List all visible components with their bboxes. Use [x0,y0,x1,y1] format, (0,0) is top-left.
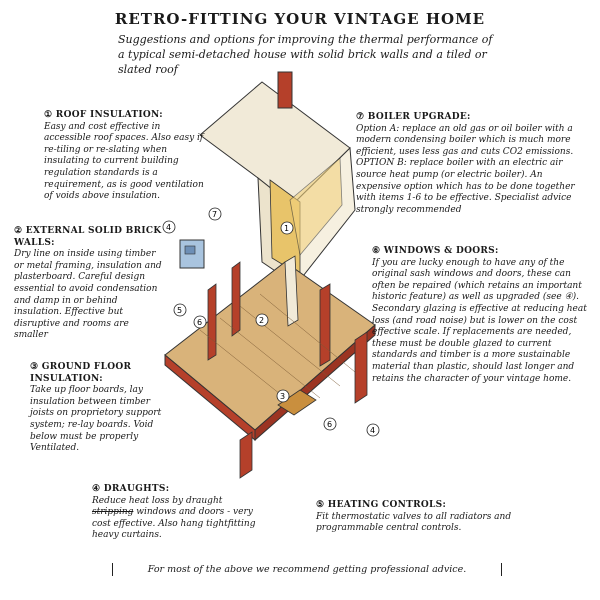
svg-text:7: 7 [212,210,217,219]
page-subtitle: Suggestions and options for improving th… [118,33,493,76]
heating-controls-heading: ⑤ HEATING CONTROLS: [316,500,447,510]
draughts-heading: ④ DRAUGHTS: [92,484,170,494]
svg-text:6: 6 [197,318,202,327]
boiler-upgrade-note: ⑦ BOILER UPGRADE: Option A: replace an o… [356,112,588,216]
roof-insulation-text: Easy and cost effective in accessible ro… [44,121,204,202]
draughts-note: ④ DRAUGHTS: Reduce heat loss by draught … [92,484,262,542]
ground-floor-note: ③ GROUND FLOOR INSULATION: Take up floor… [30,362,175,455]
boiler-upgrade-heading: ⑦ BOILER UPGRADE: [356,112,471,122]
roof-insulation-heading: ① ROOF INSULATION: [44,110,163,120]
svg-text:5: 5 [177,306,182,315]
external-walls-heading: ② EXTERNAL SOLID BRICK WALLS: [14,226,162,248]
external-walls-note: ② EXTERNAL SOLID BRICK WALLS: Dry line o… [14,226,164,342]
svg-text:4: 4 [166,223,171,232]
ground-floor-text: Take up floor boards, lay insulation bet… [30,385,162,454]
svg-text:6: 6 [327,420,332,429]
boiler-upgrade-text: Option A: replace an old gas or oil boil… [356,123,575,215]
windows-doors-text: If you are lucky enough to have any of t… [372,257,587,384]
roof-section [199,71,356,287]
svg-text:2: 2 [259,316,264,325]
heating-controls-text: Fit thermostatic valves to all radiators… [316,511,512,534]
svg-text:4: 4 [370,426,375,435]
draughts-text-strike: stripping [92,507,134,518]
ground-floor-heading: ③ GROUND FLOOR INSULATION: [30,362,132,384]
draughts-text-b: windows and doors - very cost effective.… [92,507,256,541]
heating-controls-note: ⑤ HEATING CONTROLS: Fit thermostatic val… [316,500,516,535]
external-walls-text: Dry line on inside using timber or metal… [14,249,162,341]
callout-markers: 1 2 3 4 4 5 6 6 7 [162,207,380,437]
windows-doors-heading: ⑥ WINDOWS & DOORS: [372,246,499,256]
windows-doors-note: ⑥ WINDOWS & DOORS: If you are lucky enou… [372,246,590,385]
roof-insulation-note: ① ROOF INSULATION: Easy and cost effecti… [44,110,206,203]
chimney [277,71,293,109]
footer-note: For most of the above we recommend getti… [112,563,502,576]
draughts-text: Reduce heat loss by draught stripping wi… [92,496,262,542]
svg-text:3: 3 [280,392,285,401]
draughts-text-a: Reduce heat loss by draught [92,495,223,506]
boiler-unit [179,239,205,269]
ground-floor-cutaway [164,255,376,479]
floor-hatch [277,389,317,416]
page-title: RETRO-FITTING YOUR VINTAGE HOME [114,10,486,28]
svg-text:1: 1 [284,224,289,233]
